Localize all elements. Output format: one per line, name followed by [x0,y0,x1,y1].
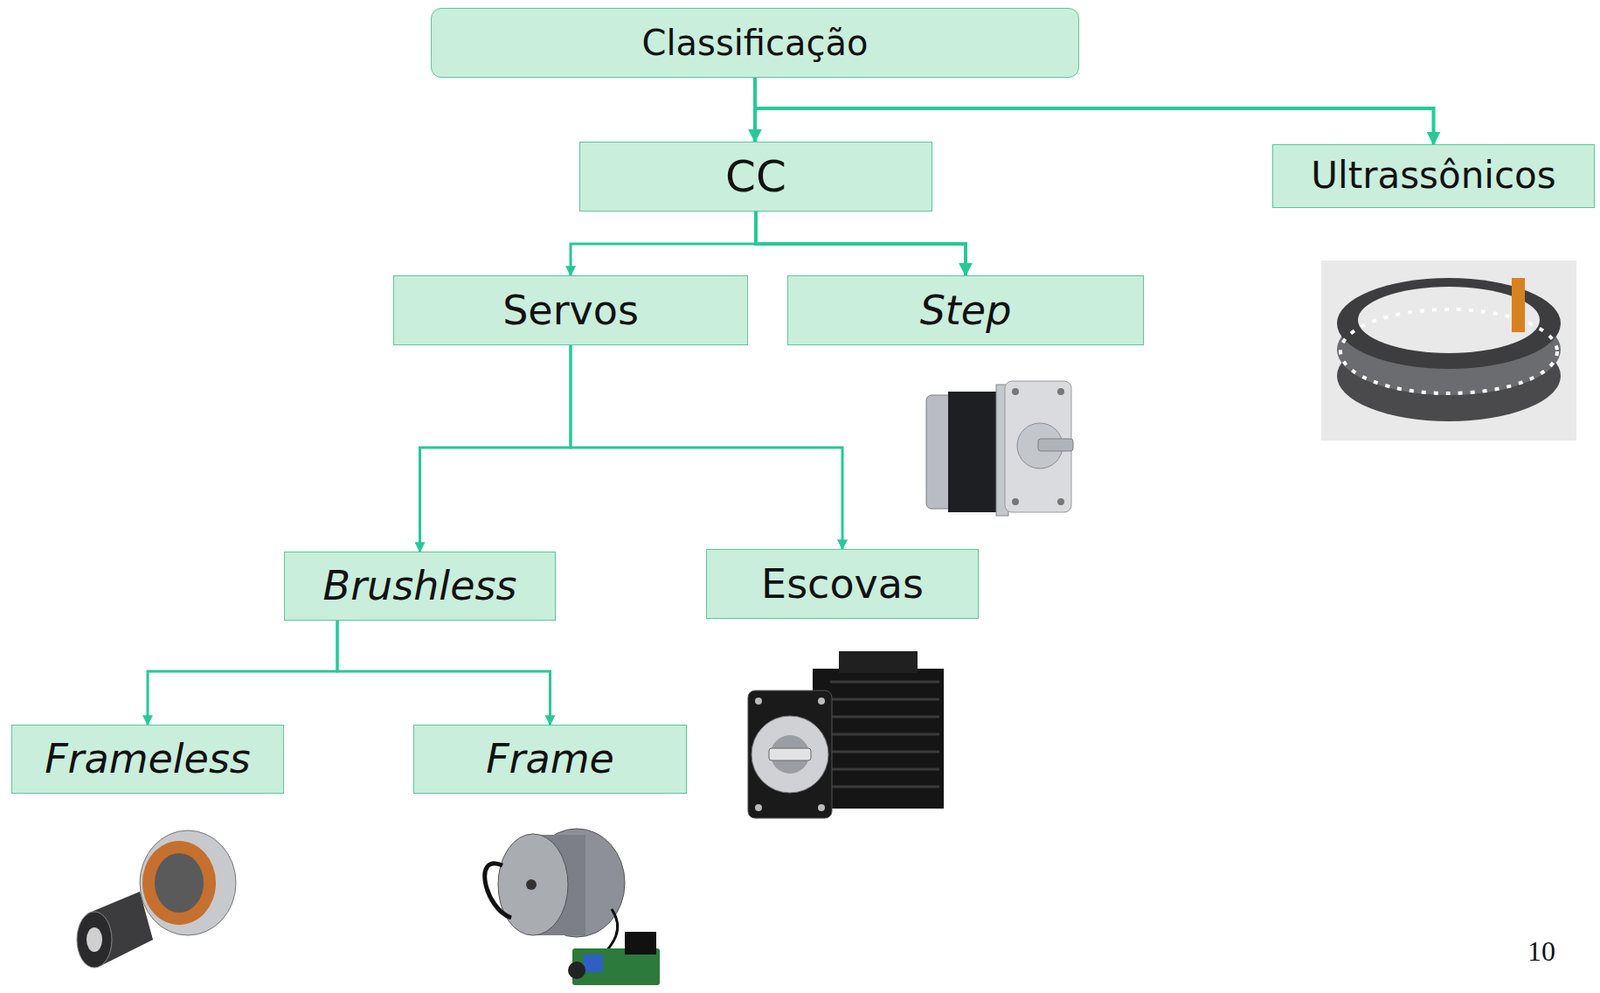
node-label: CC [725,152,787,201]
node-label: Brushless [323,563,518,609]
category-box: Step [787,275,1144,346]
node-label: Ultrassônicos [1310,155,1556,196]
node-label: Frame [485,736,615,782]
category-box: Frame [413,724,687,794]
category-box: Brushless [283,551,556,621]
node-label: Step [920,288,1012,333]
tree-connector [420,345,572,552]
node-label: Frameless [44,736,251,782]
node-label: Classificação [641,23,868,63]
tree-connector [337,620,551,725]
category-box: Classificação [430,7,1080,78]
frame-motor-picture [484,828,660,985]
step-motor-picture [926,380,1074,516]
category-box: CC [579,141,933,212]
frameless-motor-picture [76,830,236,968]
tree-connector [570,211,756,276]
category-box: Frameless [11,724,284,794]
tree-connector [754,77,1434,145]
category-box: Servos [393,275,749,346]
tree-connector [570,345,843,549]
category-box: Escovas [706,548,979,619]
node-label: Servos [502,288,639,333]
category-box: Ultrassônicos [1272,144,1595,208]
tree-connector [755,211,966,276]
ultrasonic-motor-picture [1321,260,1577,441]
page-number: 10 [1527,935,1556,968]
servo-motor-picture [748,651,944,818]
node-label: Escovas [761,561,924,607]
tree-connector [147,620,338,725]
